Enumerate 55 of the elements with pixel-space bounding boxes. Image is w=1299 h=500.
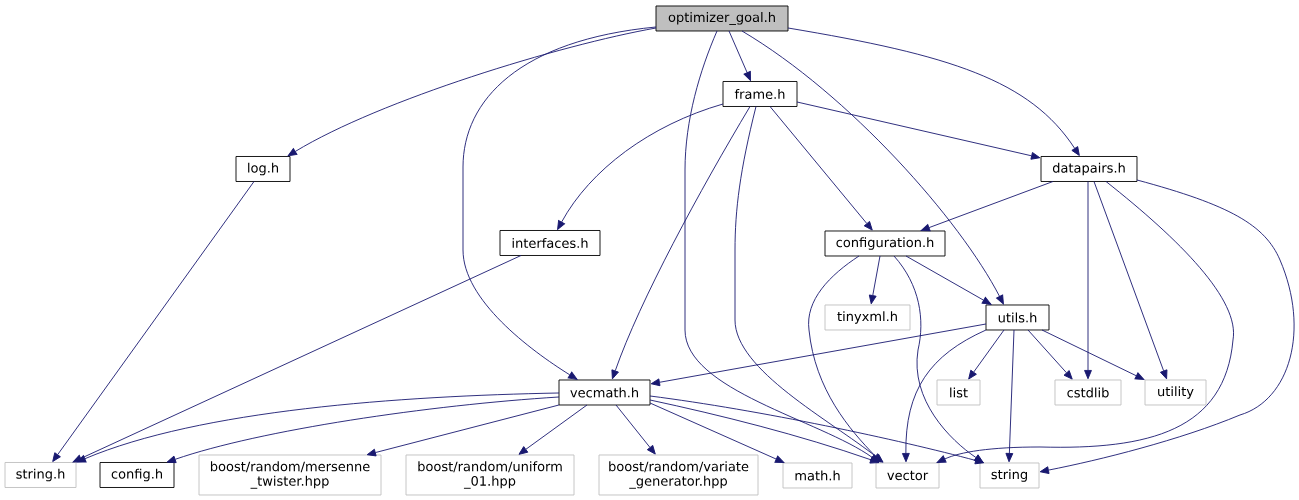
file-box: optimizer_goal.h [655, 5, 789, 32]
arrow [734, 106, 884, 463]
arrow [1039, 179, 1295, 474]
arrow [52, 181, 255, 462]
file-box: utils.h [985, 304, 1050, 331]
file-box: string.h [4, 462, 77, 488]
arrow [787, 27, 1080, 156]
arrow [1084, 181, 1092, 380]
file-box: interfaces.h [499, 230, 601, 256]
file-box: log.h [235, 156, 291, 182]
file-box: config.h [99, 462, 175, 488]
file-box: list [936, 379, 981, 406]
arrow [611, 106, 751, 380]
arrow [936, 181, 1234, 463]
file-box: boost/random/variate _generator.hpp [598, 454, 759, 496]
file-box: boost/random/mersenne _twister.hpp [198, 454, 382, 496]
arrow [557, 103, 724, 230]
arrow [893, 255, 984, 463]
arrow [1093, 181, 1168, 380]
arrow [796, 101, 1041, 160]
file-box: frame.h [722, 81, 798, 107]
arrow [920, 181, 1054, 232]
arrow [166, 396, 560, 464]
arrow [518, 404, 588, 455]
arrow [462, 26, 657, 380]
file-box: datapairs.h [1040, 156, 1138, 182]
file-box: string [979, 462, 1040, 489]
arrow [649, 402, 785, 463]
file-box: math.h [782, 462, 853, 489]
arrow [1041, 329, 1145, 380]
file-box: configuration.h [824, 230, 946, 257]
arrow [769, 106, 873, 231]
arrow [808, 255, 882, 463]
file-box: vecmath.h [558, 379, 651, 406]
arrow [287, 27, 657, 157]
arrow [1005, 329, 1015, 463]
file-box: boost/random/uniform _01.hpp [405, 454, 575, 496]
arrow [1027, 329, 1073, 380]
arrow [76, 392, 560, 463]
arrow [650, 323, 987, 387]
file-box: tinyxml.h [824, 304, 911, 331]
arrow [72, 255, 522, 463]
file-box: cstdlib [1054, 379, 1122, 406]
arrow [901, 329, 987, 463]
arrow [728, 30, 751, 81]
arrow [741, 30, 1004, 305]
arrow [649, 399, 880, 464]
arrow [968, 329, 1005, 380]
file-box: vector [875, 462, 940, 489]
arrow [615, 404, 656, 455]
file-box: utility [1144, 379, 1207, 406]
arrow [868, 255, 881, 305]
arrow [366, 404, 560, 457]
arrow [905, 255, 992, 305]
arrow [649, 395, 985, 465]
